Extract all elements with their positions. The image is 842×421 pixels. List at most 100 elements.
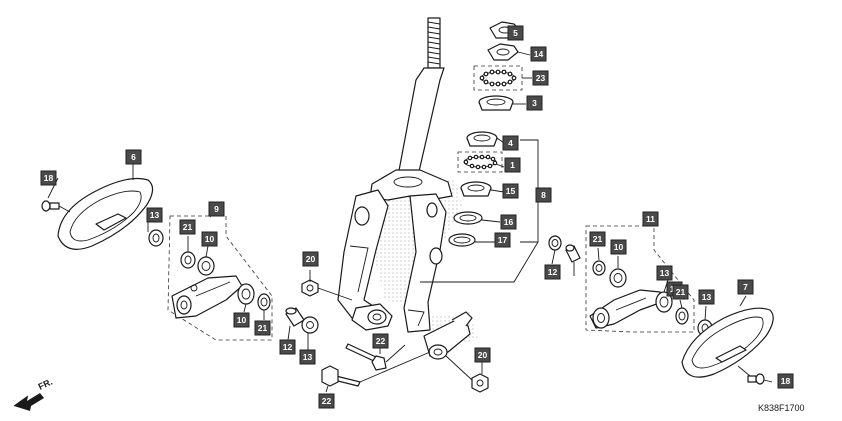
- left-step-pad: [57, 177, 154, 250]
- front-direction-arrow: FR.: [13, 377, 54, 411]
- bottom-cone-race: [460, 181, 492, 197]
- right-washer-21b: [675, 307, 689, 325]
- callout-number: 3: [532, 98, 537, 108]
- callout-1: 1: [504, 157, 521, 173]
- callout-18: 18: [777, 373, 794, 389]
- right-bolt: [747, 373, 765, 385]
- callout-12: 12: [544, 264, 561, 280]
- callout-number: 20: [306, 254, 316, 264]
- callout-labels: 5 14 23 3 4 1 15 8 16 17 6 18 13 9 21 10 10 21 20 12 13 22 22 2…: [40, 25, 794, 409]
- right-collar-13: [548, 235, 562, 251]
- dust-seal-washer: [448, 233, 476, 247]
- callout-number: 4: [508, 138, 513, 148]
- callout-number: 17: [498, 235, 508, 245]
- left-axle-boss: [351, 303, 393, 331]
- callout-number: 9: [214, 204, 219, 214]
- top-cone-race: [478, 95, 514, 111]
- callout-number: 16: [504, 217, 514, 227]
- bolt-22-upper: [345, 343, 387, 371]
- callout-16: 16: [500, 214, 517, 230]
- ball-group-box-1: [457, 151, 503, 173]
- callout-8: 8: [535, 187, 552, 203]
- direction-label: FR.: [37, 377, 54, 392]
- callout-number: 22: [322, 396, 332, 406]
- callout-number: 1: [510, 160, 515, 170]
- callout-23: 23: [532, 70, 549, 86]
- left-bushing-10a: [197, 256, 215, 276]
- lock-washer: [487, 43, 519, 61]
- steel-balls-lower: [463, 154, 498, 170]
- callout-number: 14: [534, 49, 544, 59]
- left-bushing-10b: [237, 283, 255, 305]
- left-swing-arm: [171, 275, 243, 319]
- bolt-22-lower: [321, 365, 361, 387]
- callout-number: 6: [131, 152, 136, 162]
- callout-6: 6: [125, 149, 142, 165]
- collar-13-center: [301, 316, 319, 334]
- callout-number: 12: [548, 267, 558, 277]
- callout-14: 14: [530, 46, 547, 62]
- nut-20-upper: [301, 279, 319, 297]
- collar-12-center: [285, 307, 305, 327]
- callout-11: 11: [642, 211, 659, 227]
- callout-21: 21: [179, 219, 196, 235]
- callout-number: 10: [614, 242, 624, 252]
- callout-number: 21: [593, 234, 603, 244]
- callout-22: 22: [372, 333, 389, 349]
- callout-10: 10: [233, 312, 250, 328]
- fork-leg-right: [403, 193, 447, 333]
- callout-12: 12: [279, 339, 296, 355]
- callout-number: 18: [781, 376, 791, 386]
- callout-number: 21: [258, 323, 268, 333]
- callout-number: 13: [303, 352, 313, 362]
- callout-number: 15: [506, 186, 516, 196]
- right-washer-21a: [592, 260, 606, 276]
- right-step-pad: [681, 307, 774, 378]
- right-bushing-10a: [609, 268, 627, 288]
- left-bolt: [41, 200, 60, 212]
- callout-number: 13: [660, 268, 670, 278]
- front-fork-assembly: [337, 17, 478, 360]
- callout-17: 17: [494, 232, 511, 248]
- callout-number: 21: [676, 287, 686, 297]
- callout-21: 21: [589, 231, 606, 247]
- callout-number: 21: [183, 222, 193, 232]
- callout-21: 21: [254, 320, 271, 336]
- callout-13: 13: [299, 349, 316, 365]
- callout-18: 18: [40, 170, 57, 186]
- callout-4: 4: [502, 135, 519, 151]
- diagram-code: K838F1700: [758, 403, 805, 413]
- nut-20-lower: [471, 373, 489, 393]
- group-11-bracket: [585, 225, 695, 333]
- steel-balls-upper: [479, 69, 517, 87]
- callout-number: 23: [536, 73, 546, 83]
- callout-20: 20: [302, 251, 319, 267]
- left-washer-21a: [180, 251, 196, 269]
- callout-13: 13: [698, 289, 715, 305]
- callout-20: 20: [474, 347, 491, 363]
- callout-number: 20: [478, 350, 488, 360]
- callout-10: 10: [201, 231, 218, 247]
- callout-number: 13: [150, 210, 160, 220]
- dust-seal: [453, 211, 483, 225]
- left-collar: [148, 229, 164, 247]
- right-collar-12: [565, 244, 581, 263]
- callout-21: 21: [672, 284, 689, 300]
- callout-22: 22: [318, 393, 335, 409]
- callout-9: 9: [208, 201, 225, 217]
- callout-5: 5: [507, 25, 524, 41]
- callout-number: 10: [237, 315, 247, 325]
- stem-tube: [397, 67, 445, 177]
- callout-number: 12: [283, 342, 293, 352]
- bearing-stack-lower: [420, 131, 544, 283]
- callout-3: 3: [526, 95, 543, 111]
- callout-number: 5: [513, 28, 518, 38]
- callout-13: 13: [656, 265, 673, 281]
- callout-15: 15: [502, 183, 519, 199]
- callout-number: 13: [702, 292, 712, 302]
- callout-number: 7: [743, 282, 748, 292]
- group-9-bracket: [167, 215, 273, 341]
- callout-number: 18: [44, 173, 54, 183]
- callout-13: 13: [146, 207, 163, 223]
